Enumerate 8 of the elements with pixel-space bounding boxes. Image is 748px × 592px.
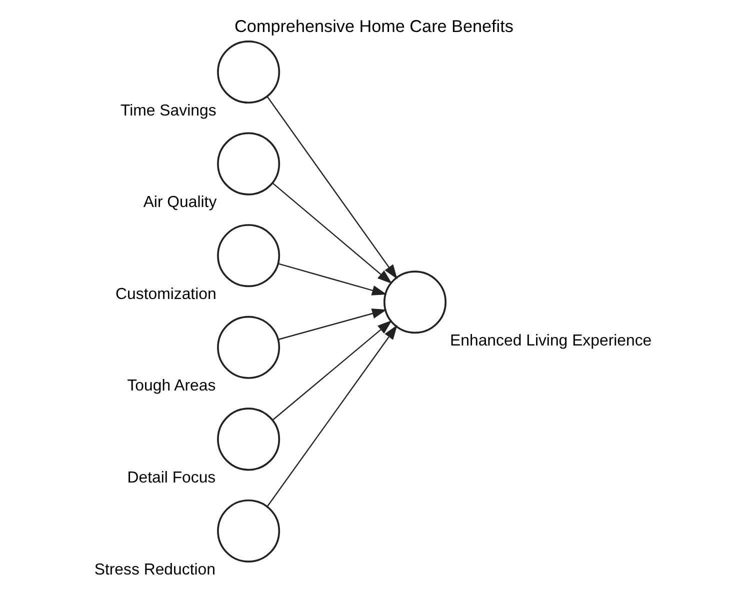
node-label: Tough Areas (127, 378, 216, 395)
node-label: Air Quality (143, 194, 217, 212)
node-label: Enhanced Living Experience (450, 332, 652, 350)
node-label: Time Savings (120, 102, 216, 120)
node-label: Customization (116, 286, 216, 303)
diagram-title: Comprehensive Home Care Benefits (234, 16, 514, 36)
node-label: Stress Reduction (94, 561, 216, 578)
node-label: Detail Focus (127, 470, 216, 487)
